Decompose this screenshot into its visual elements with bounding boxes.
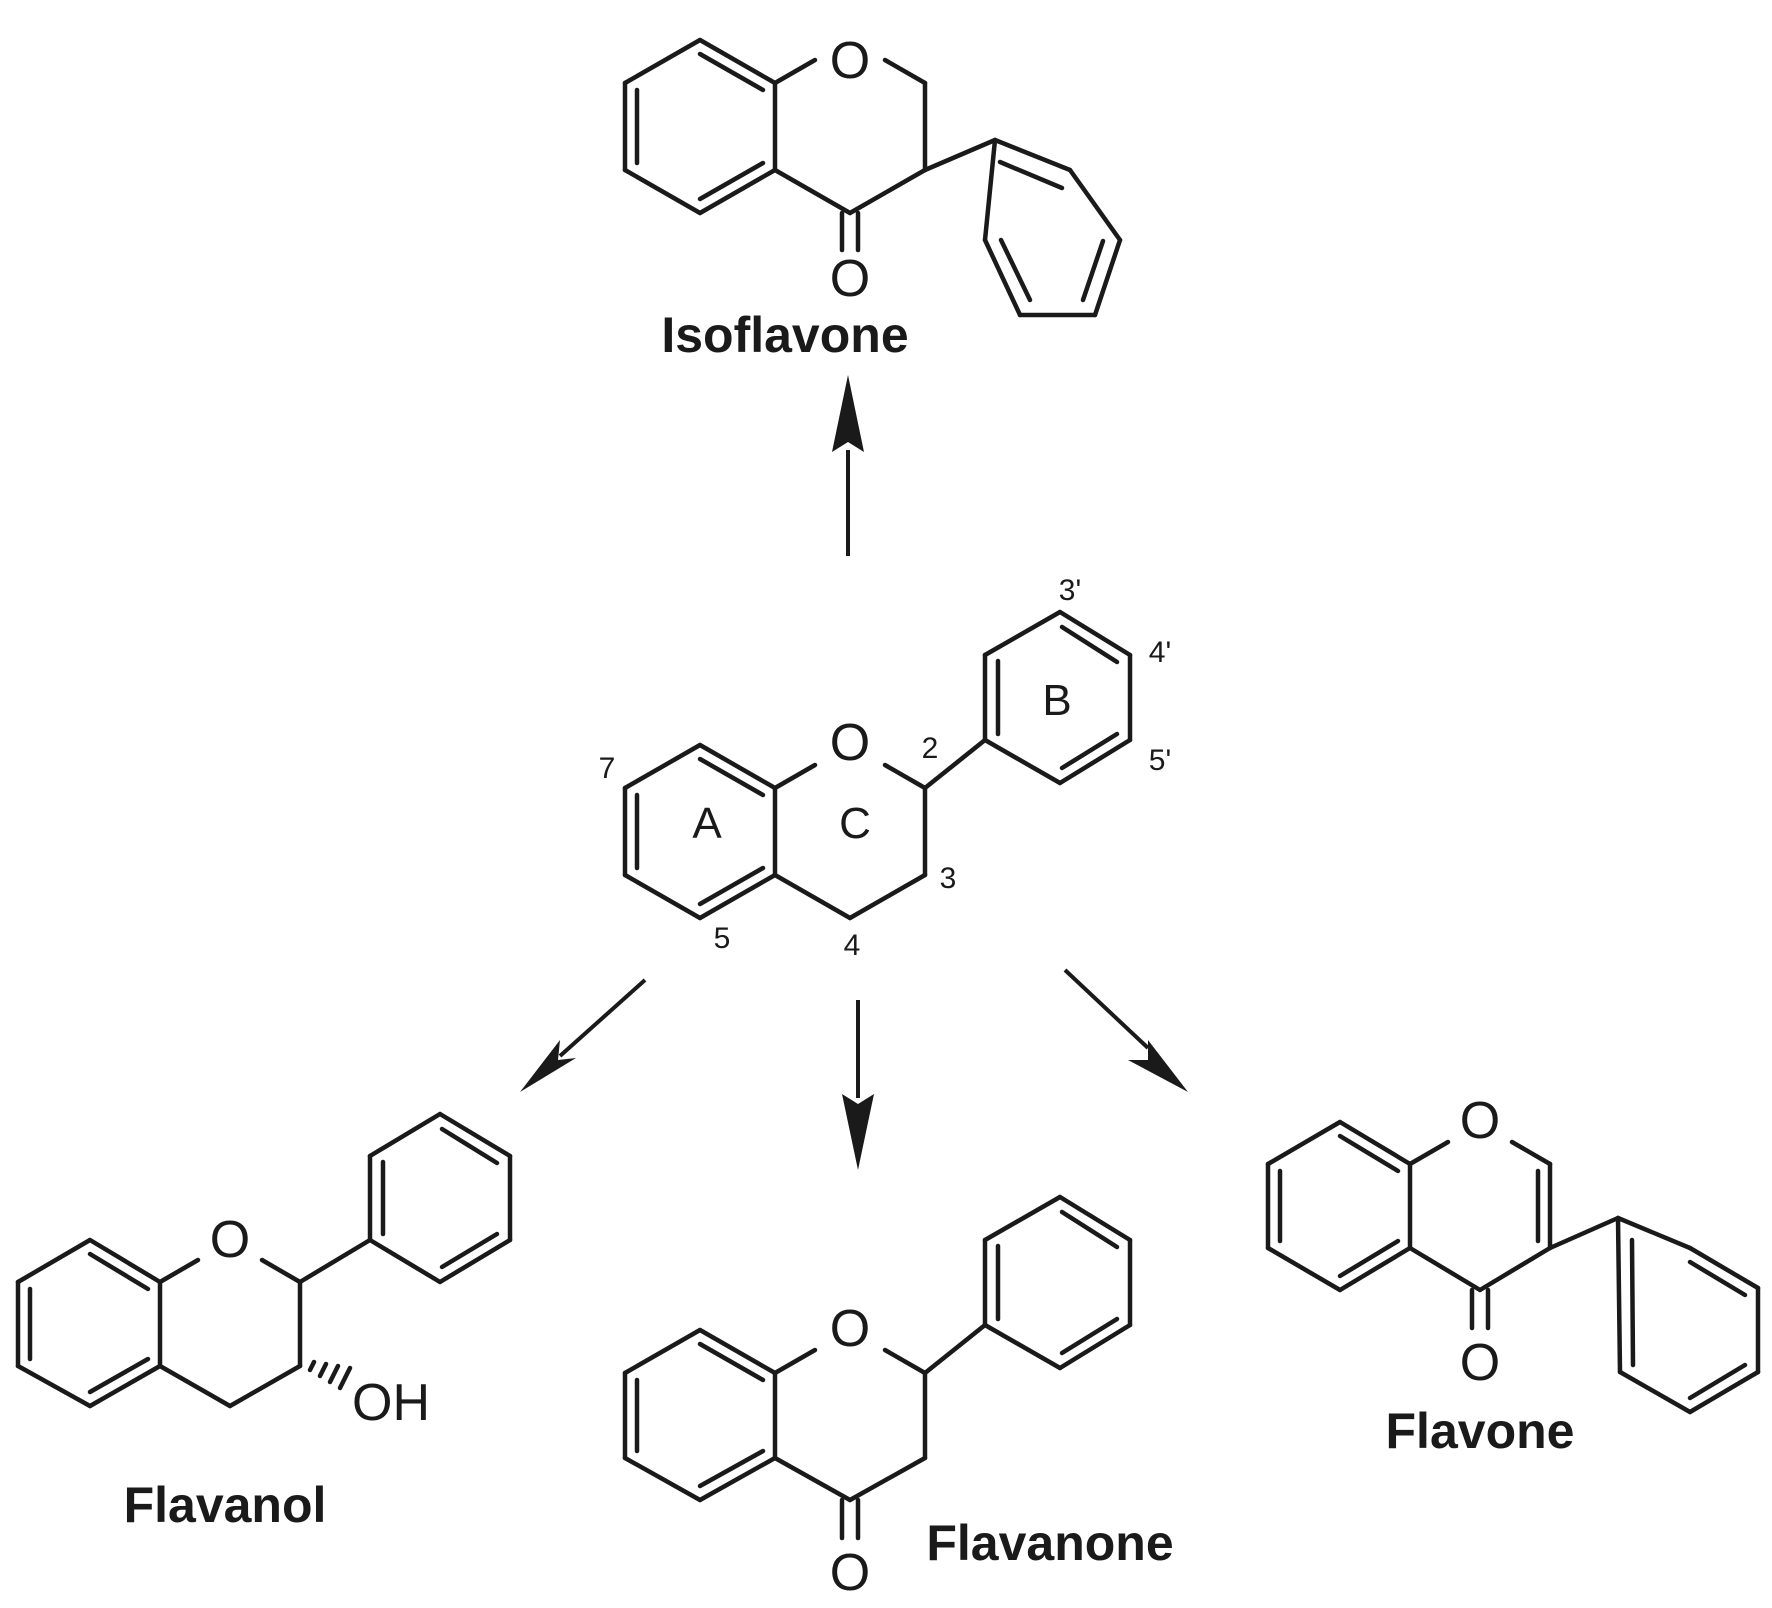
position-4-prime-label: 4': [1149, 636, 1171, 669]
flavanol-ring-oxygen: O: [210, 1211, 250, 1269]
position-3-label: 3: [940, 862, 957, 895]
flavone-ring-oxygen: O: [1460, 1092, 1500, 1150]
arrow-down-right: [1063, 968, 1150, 1050]
ring-c-label: C: [839, 799, 871, 848]
position-7-label: 7: [599, 752, 616, 785]
flavan-structure: O A C B 2 3 4 5 7 3' 4' 5': [599, 574, 1172, 962]
reaction-arrows: [520, 375, 1188, 1170]
flavan-bonds: [622, 609, 1133, 921]
isoflavone-name: Isoflavone: [661, 307, 908, 363]
flavanone-structure: O O Flavanone: [622, 1194, 1174, 1602]
ring-a-label: A: [692, 799, 722, 848]
isoflavone-structure: O O Isoflavone: [622, 32, 1123, 363]
flavanol-hydroxyl: OH: [352, 1374, 430, 1432]
arrow-down-left: [558, 978, 647, 1058]
position-3-prime-label: 3': [1059, 574, 1081, 607]
position-5-label: 5: [714, 922, 731, 955]
ring-b-label: B: [1042, 676, 1071, 725]
flavanol-structure: O OH Flavanol: [15, 1111, 513, 1533]
position-2-label: 2: [922, 732, 939, 765]
isoflavone-bonds: [622, 37, 1123, 318]
position-4-label: 4: [844, 929, 861, 962]
flavone-carbonyl-oxygen: O: [1460, 1334, 1500, 1392]
flavone-bonds: [1265, 1119, 1761, 1415]
isoflavone-carbonyl-oxygen: O: [830, 250, 870, 308]
flavone-name: Flavone: [1386, 1403, 1575, 1459]
flavanone-bonds: [622, 1194, 1133, 1541]
flavanol-name: Flavanol: [124, 1477, 327, 1533]
flavanone-carbonyl-oxygen: O: [830, 1544, 870, 1602]
isoflavone-ring-oxygen: O: [830, 32, 870, 90]
flavanone-ring-oxygen: O: [830, 1300, 870, 1358]
flavone-structure: O O Flavone: [1265, 1092, 1761, 1459]
flavanol-bonds: [15, 1111, 513, 1409]
flavanone-name: Flavanone: [926, 1515, 1173, 1571]
position-5-prime-label: 5': [1149, 744, 1171, 777]
flavan-ring-oxygen: O: [830, 714, 870, 772]
